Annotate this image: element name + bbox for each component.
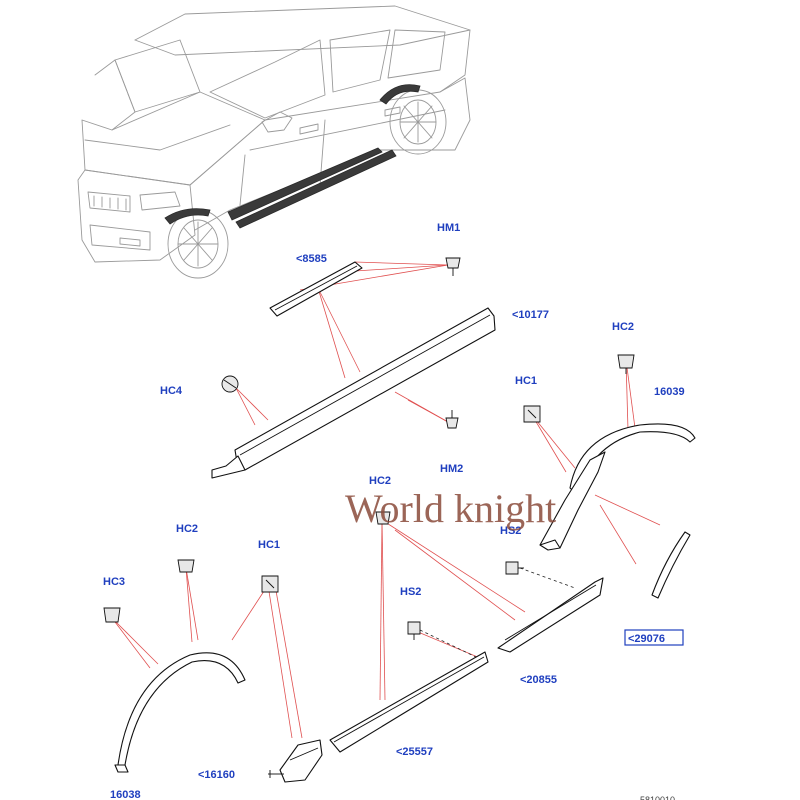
part-25557-door-moulding bbox=[329, 651, 489, 753]
callout-29076-box bbox=[624, 629, 684, 646]
hc2-clip-top-right-icon bbox=[617, 354, 635, 374]
callout-8585: <8585 bbox=[296, 253, 327, 265]
callout-hs2-right: HS2 bbox=[500, 525, 521, 537]
hc1-clip-right-icon bbox=[523, 405, 541, 423]
callout-hc3: HC3 bbox=[103, 576, 125, 588]
callout-hc4: HC4 bbox=[160, 385, 183, 397]
callout-10177: <10177 bbox=[512, 309, 549, 321]
hm1-fastener-icon bbox=[445, 257, 461, 276]
pin-16160-icon bbox=[268, 770, 284, 778]
part-29076-strip bbox=[651, 531, 691, 599]
part-16039-rear-arch bbox=[569, 423, 696, 496]
hc3-clip-icon bbox=[103, 607, 121, 623]
callout-hm2: HM2 bbox=[440, 463, 463, 475]
part-20855-lower-moulding bbox=[497, 577, 604, 653]
callout-25557: <25557 bbox=[396, 746, 433, 758]
leader-lines bbox=[111, 261, 661, 739]
hc2-clip-center-icon bbox=[375, 511, 391, 525]
callout-20855: <20855 bbox=[520, 674, 557, 686]
watermark-text: World knight bbox=[345, 486, 556, 531]
hc1-clip-left-icon bbox=[261, 575, 279, 593]
vehicle-illustration bbox=[77, 5, 471, 279]
callout-29076: <29076 bbox=[628, 633, 665, 645]
hm2-fastener-icon bbox=[445, 410, 459, 429]
hs2-screw-right-icon bbox=[505, 561, 524, 575]
callout-hm1: HM1 bbox=[437, 222, 460, 234]
callout-hc2-top-right: HC2 bbox=[612, 321, 634, 333]
part-rear-arch-liner bbox=[539, 451, 606, 551]
callout-hc2-left: HC2 bbox=[176, 523, 198, 535]
hc2-clip-left-icon bbox=[177, 559, 195, 573]
hs2-screw-center-icon bbox=[407, 621, 421, 640]
part-8585-trim-strip bbox=[269, 261, 363, 317]
fasteners bbox=[103, 257, 635, 778]
part-10177-sill-moulding bbox=[211, 307, 496, 479]
hc4-clip-icon bbox=[221, 375, 239, 393]
callout-hc1-left: HC1 bbox=[258, 539, 280, 551]
callout-16038: 16038 bbox=[110, 789, 141, 800]
dashed-leaders bbox=[419, 567, 576, 659]
callout-hs2-center: HS2 bbox=[400, 586, 421, 598]
part-16038-front-arch bbox=[114, 652, 246, 773]
callout-labels: HM1 <8585 <10177 HC4 HM2 HC2 HC1 16039 H… bbox=[103, 222, 685, 800]
callout-16039: 16039 bbox=[654, 386, 685, 398]
callout-hc1-right: HC1 bbox=[515, 375, 537, 387]
part-16160-end-cap bbox=[279, 739, 323, 783]
callout-hc2-center: HC2 bbox=[369, 475, 391, 487]
callout-16160: <16160 bbox=[198, 769, 235, 781]
drawing-reference-number: 5810010 bbox=[640, 795, 675, 800]
